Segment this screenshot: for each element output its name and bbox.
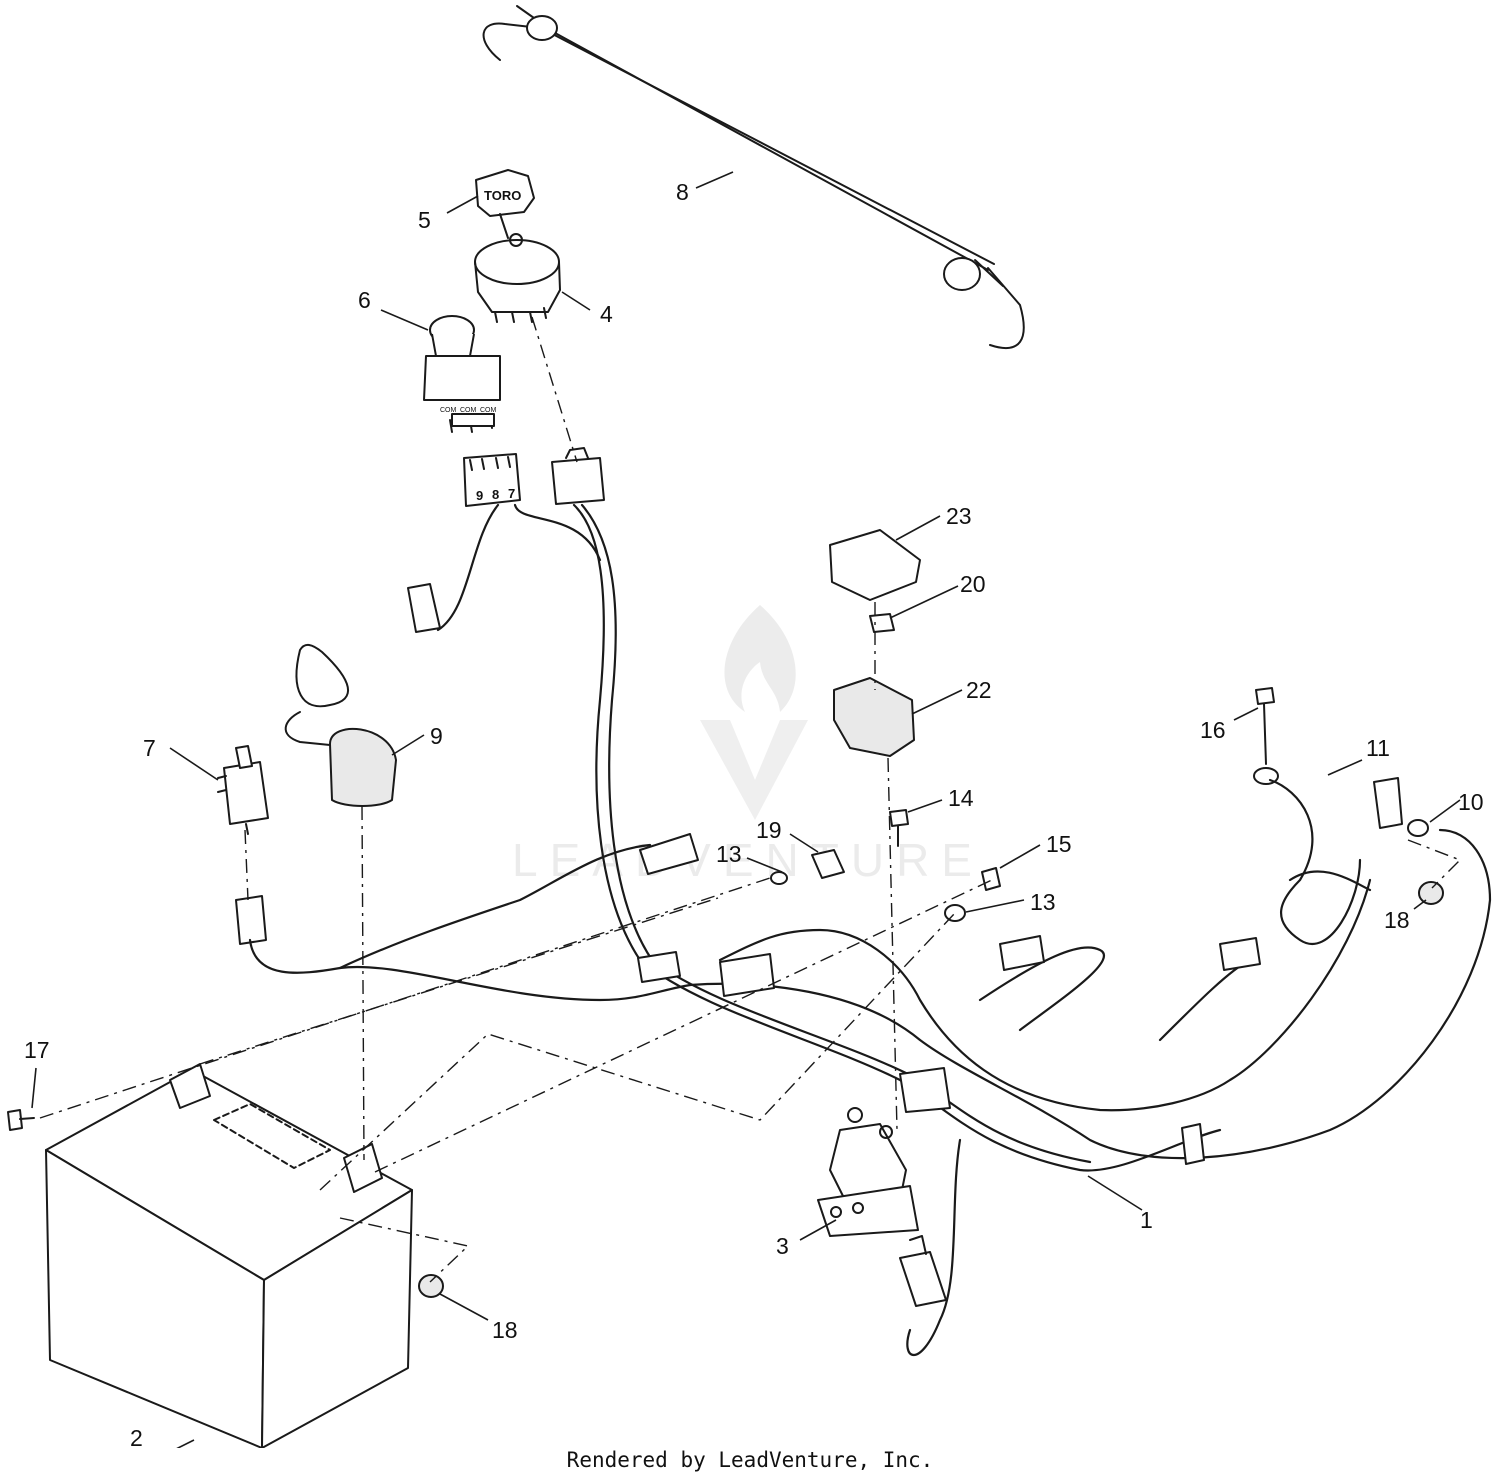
connector-pin-8: 8: [492, 487, 499, 502]
part-7-relay: [217, 745, 269, 835]
part-10-battery-cable: [1407, 819, 1429, 837]
callout-6: 6: [358, 287, 371, 313]
pto-terminal-label-3: COM: [480, 407, 497, 414]
part-20-nut: [869, 613, 895, 633]
callout-10: 10: [1458, 789, 1484, 815]
callout-8: 8: [676, 179, 689, 205]
callout-16: 16: [1200, 717, 1226, 743]
part-13-washer-lower: [944, 904, 966, 922]
wiring-harness-diagram: LEADVENTURE TORO COM COM COM: [7, 5, 1492, 1448]
callout-3: 3: [776, 1233, 789, 1259]
pto-terminal-label-2: COM: [460, 407, 477, 414]
part-18-nut-right: [1418, 881, 1444, 905]
part-16-bolt: [1253, 687, 1279, 785]
callout-4: 4: [600, 301, 613, 327]
part-4-ignition-switch: [474, 233, 561, 323]
part-9-boot-cover: [284, 644, 397, 807]
callout-13-lower: 13: [1030, 889, 1056, 915]
part-22-insulator-boot: [833, 677, 915, 757]
callout-19: 19: [756, 817, 782, 843]
part-14-bolt: [889, 809, 909, 847]
connector-pin-7: 7: [508, 486, 515, 501]
part-2-battery: [45, 1063, 413, 1448]
connector-pin-9: 9: [476, 488, 483, 503]
key-brand-label: TORO: [484, 188, 521, 203]
callout-18-right: 18: [1384, 907, 1410, 933]
callout-13-upper: 13: [716, 841, 742, 867]
callout-2: 2: [130, 1425, 143, 1448]
render-credit: Rendered by LeadVenture, Inc.: [566, 1448, 934, 1472]
part-8-hook-rod: [482, 5, 1025, 350]
callout-5: 5: [418, 207, 431, 233]
callout-labels: 8 5 4 6 7 9 23 20 22 14 15 13 13 19 16 1…: [24, 179, 1484, 1448]
watermark: LEADVENTURE: [512, 605, 984, 886]
flame-v-logo-icon: [700, 605, 808, 820]
part-15-bolt: [981, 867, 1001, 891]
connector-side: [407, 583, 441, 633]
part-19-wing-nut: [811, 849, 845, 879]
part-6-pto-switch: COM COM COM: [423, 315, 501, 433]
callout-1: 1: [1140, 1207, 1153, 1233]
part-5-key: TORO: [475, 169, 535, 239]
callout-9: 9: [430, 723, 443, 749]
part-23-terminal-cover: [829, 529, 921, 601]
part-18-nut-left: [418, 1274, 444, 1298]
harness-connectors: [637, 777, 1403, 1165]
assembly-lines: [39, 316, 1462, 1283]
callout-17: 17: [24, 1037, 50, 1063]
part-17-bolt: [7, 1109, 35, 1131]
callout-22: 22: [966, 677, 992, 703]
connector-ignition: [551, 447, 605, 505]
connector-987: 9 8 7: [463, 453, 521, 507]
relay-socket: [235, 895, 267, 945]
callout-15: 15: [1046, 831, 1072, 857]
callout-leaders: [31, 171, 1461, 1448]
callout-23: 23: [946, 503, 972, 529]
pto-terminal-label-1: COM: [440, 407, 457, 414]
part-3-starter-solenoid: [817, 1107, 919, 1237]
watermark-text: LEADVENTURE: [512, 834, 984, 886]
seat-switch: [899, 1235, 947, 1307]
callout-18-left: 18: [492, 1317, 518, 1343]
callout-11: 11: [1366, 735, 1390, 761]
part-13-washer-upper: [770, 871, 788, 885]
callout-7: 7: [143, 735, 156, 761]
callout-20: 20: [960, 571, 986, 597]
callout-14: 14: [948, 785, 974, 811]
